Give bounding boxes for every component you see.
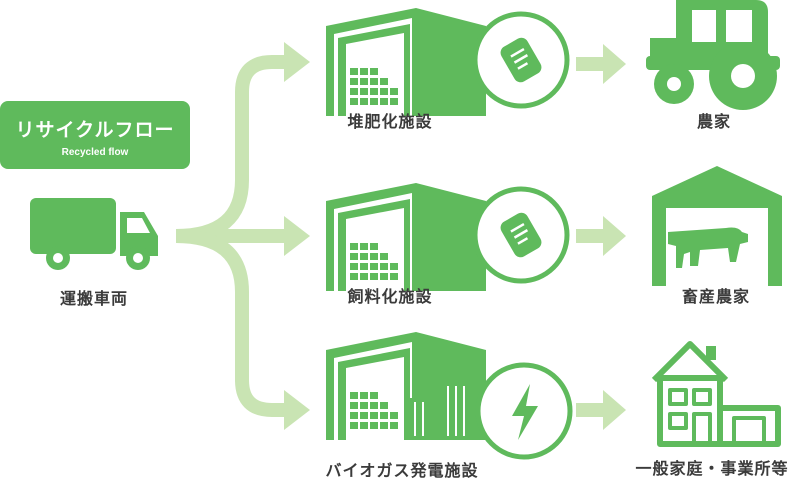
truck-icon (30, 198, 158, 270)
tractor-icon (646, 0, 780, 110)
arrow-to-compost (284, 42, 310, 82)
feed-facility-label: 飼料化施設 (347, 287, 433, 306)
destination-arrows (576, 44, 626, 430)
biogas-facility-label: バイオガス発電施設 (325, 461, 479, 480)
biogas-facility-icon (326, 332, 573, 460)
compost-facility-label: 堆肥化施設 (347, 112, 433, 131)
branch-arrows (175, 55, 288, 417)
arrow-to-feed (284, 216, 310, 256)
title-main: リサイクルフロー (15, 119, 175, 141)
compost-facility-icon (326, 8, 567, 116)
household-office-label: 一般家庭・事業所等 (635, 459, 789, 478)
lightning-bolt-icon (512, 384, 538, 440)
feed-facility-icon (326, 183, 567, 291)
house-office-icon (651, 341, 781, 447)
truck-label: 運搬車両 (59, 289, 129, 308)
farmer-label: 農家 (696, 112, 732, 131)
livestock-farmer-label: 畜産農家 (681, 287, 751, 306)
title-sub: Recycled flow (61, 147, 129, 158)
cow-barn-icon (652, 166, 782, 286)
arrow-to-biogas (284, 390, 310, 430)
title-badge: リサイクルフロー Recycled flow (0, 101, 190, 169)
